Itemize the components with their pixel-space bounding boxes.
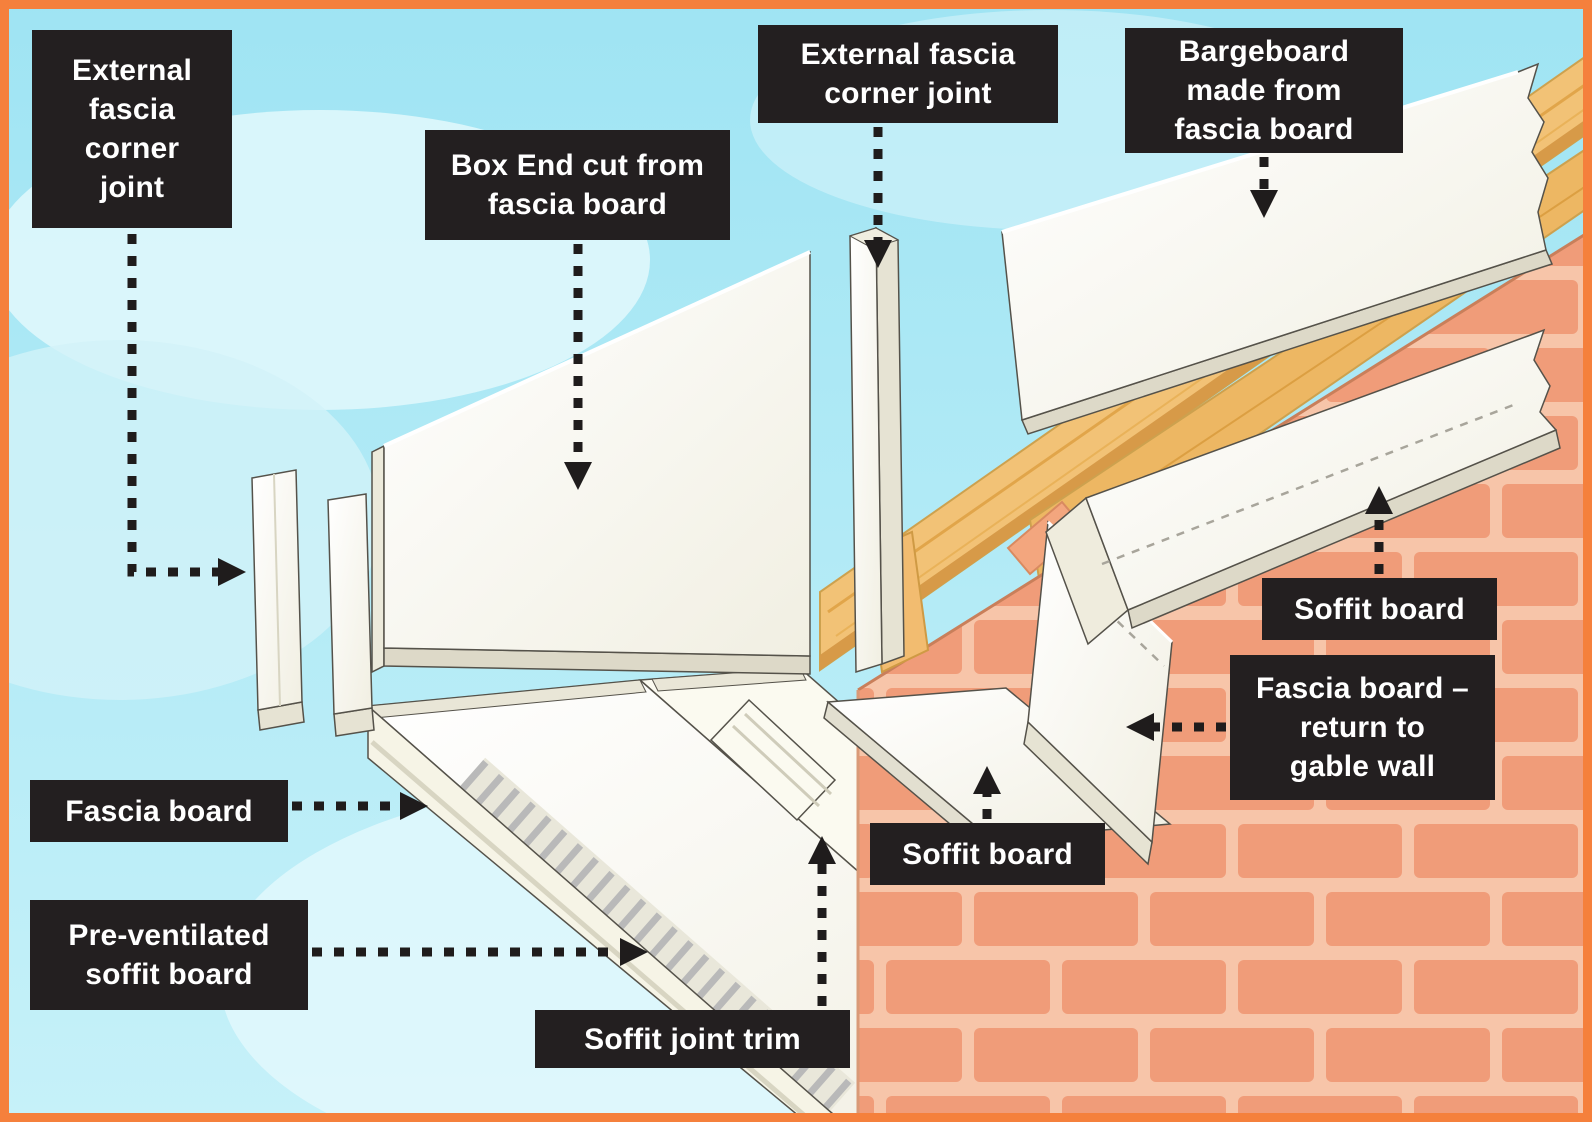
- label-soffit-board-center: Soffit board: [870, 823, 1105, 885]
- bargeboard-shape: [1001, 62, 1554, 435]
- label-text: External fascia corner joint: [72, 54, 192, 204]
- label-text: Soffit board: [902, 837, 1073, 871]
- arrowhead-right-icon: [218, 558, 246, 586]
- label-pre-ventilated-soffit: Pre-ventilated soffit board: [30, 900, 308, 1010]
- label-fascia-return: Fascia board – return to gable wall: [1230, 655, 1495, 800]
- label-fascia-board: Fascia board: [30, 780, 288, 842]
- label-text: Soffit joint trim: [584, 1022, 801, 1056]
- arrowhead-down-icon: [864, 240, 892, 268]
- label-soffit-joint-trim: Soffit joint trim: [535, 1010, 850, 1068]
- arrowhead-down-icon: [564, 462, 592, 490]
- arrowhead-up-icon: [973, 766, 1001, 794]
- corner-joint-center-shape: [848, 226, 905, 674]
- box-end-shape: [371, 250, 811, 675]
- label-box-end: Box End cut from fascia board: [425, 130, 730, 240]
- soffit-board-right-shape: [1045, 328, 1561, 646]
- label-text: Soffit board: [1294, 592, 1465, 626]
- pointer-arrows: [127, 127, 1384, 1006]
- fascia-top-section-shape: [327, 493, 375, 737]
- label-text: Fascia board – return to gable wall: [1256, 672, 1469, 783]
- label-text: Bargeboard made from fascia board: [1174, 35, 1354, 146]
- label-text: Fascia board: [65, 794, 253, 828]
- label-text: Pre-ventilated soffit board: [68, 919, 270, 991]
- arrowhead-down-icon: [1250, 190, 1278, 218]
- label-text: External fascia corner joint: [800, 38, 1016, 110]
- arrowhead-left-icon: [1126, 713, 1154, 741]
- label-corner-joint-top: External fascia corner joint: [758, 25, 1058, 123]
- label-bargeboard: Bargeboard made from fascia board: [1125, 28, 1403, 153]
- label-corner-joint-left: External fascia corner joint: [32, 30, 232, 228]
- arrowhead-up-icon: [1365, 486, 1393, 514]
- arrow-corner-joint-left: [127, 234, 218, 577]
- fascia-return-shape: [1023, 520, 1174, 866]
- arrowhead-right-icon: [620, 938, 648, 966]
- label-soffit-board-right: Soffit board: [1262, 578, 1497, 640]
- corner-joint-left-shape: [251, 469, 305, 731]
- arrowhead-right-icon: [400, 792, 428, 820]
- arrowheads: [218, 190, 1393, 966]
- soffit-joint-trim-shape: [709, 698, 837, 822]
- label-text: Box End cut from fascia board: [450, 149, 705, 221]
- arrowhead-up-icon: [808, 836, 836, 864]
